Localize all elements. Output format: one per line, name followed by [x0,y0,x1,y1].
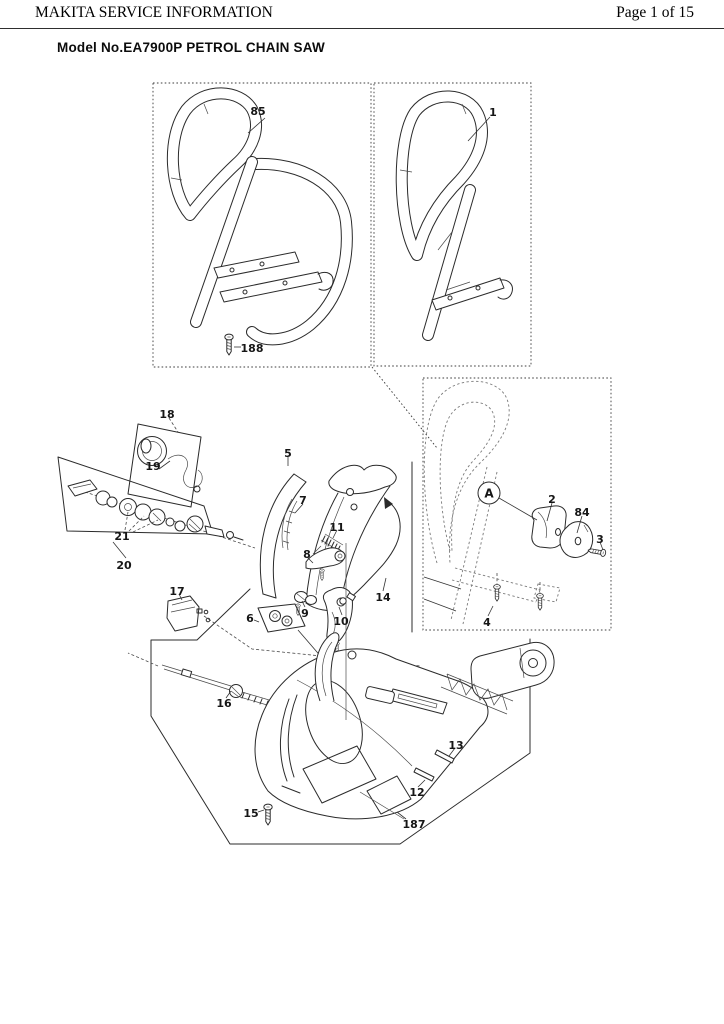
part-label-85: 85 [250,105,265,118]
part-label-13: 13 [448,739,463,752]
part-label-11: 11 [329,521,344,534]
handlebar-85 [166,87,353,356]
part-label-9: 9 [301,607,309,620]
leader-lines [112,116,604,820]
part-label-12: 12 [409,786,424,799]
part-label-21: 21 [114,530,129,543]
view-a-letter: A [484,487,494,501]
frame-handle-85 [152,82,372,368]
view-a-ghost-handle [423,380,561,625]
frame-handle-1 [373,82,532,367]
part-label-20: 20 [116,559,132,572]
model-title: Model No.EA7900P PETROL CHAIN SAW [57,40,325,55]
frame-view-a [422,377,612,631]
starter-dial-box [127,423,203,508]
part-label-7: 7 [299,494,307,507]
part-label-3: 3 [596,533,604,546]
assembly-outline-box [150,588,531,845]
part-label-17: 17 [169,585,184,598]
handle-clamp-parts [423,505,607,612]
part-labels: 85 1 188 18 19 21 20 5 7 11 8 14 9 10 6 … [114,105,603,831]
top-cover-5 [305,464,397,612]
part-label-84: 84 [574,506,590,519]
part-label-188: 188 [241,342,264,355]
part-label-10: 10 [333,615,349,628]
part-label-19: 19 [145,460,160,473]
grommet-set-6 [257,603,349,689]
part-label-187: 187 [403,818,426,831]
part-label-6: 6 [246,612,254,625]
doc-header-title: MAKITA SERVICE INFORMATION [35,4,273,21]
part-label-5: 5 [284,447,292,460]
hand-guard-7 [259,473,307,599]
part-label-16: 16 [216,697,232,710]
part-label-4: 4 [483,616,491,629]
part-label-18: 18 [159,408,174,421]
part-label-14: 14 [375,591,391,604]
page-number: Page 1 of 15 [616,4,694,21]
throttle-cable-14 [339,497,401,605]
view-a-marker: A [477,481,501,505]
part-label-8: 8 [303,548,311,561]
part-label-15: 15 [243,807,258,820]
saw-body [254,543,555,826]
trigger-lockout-8 [305,547,346,581]
switch-block-17 [166,595,421,667]
frame-connector [371,366,438,449]
doc-header: MAKITA SERVICE INFORMATION Page 1 of 15 [35,4,694,22]
part-label-1: 1 [489,106,497,119]
header-rule [0,28,724,29]
handlebar-1 [395,90,513,341]
adjuster-parts-box [57,456,256,549]
cable-clamp-9 [294,591,317,616]
part-label-2: 2 [548,493,556,506]
